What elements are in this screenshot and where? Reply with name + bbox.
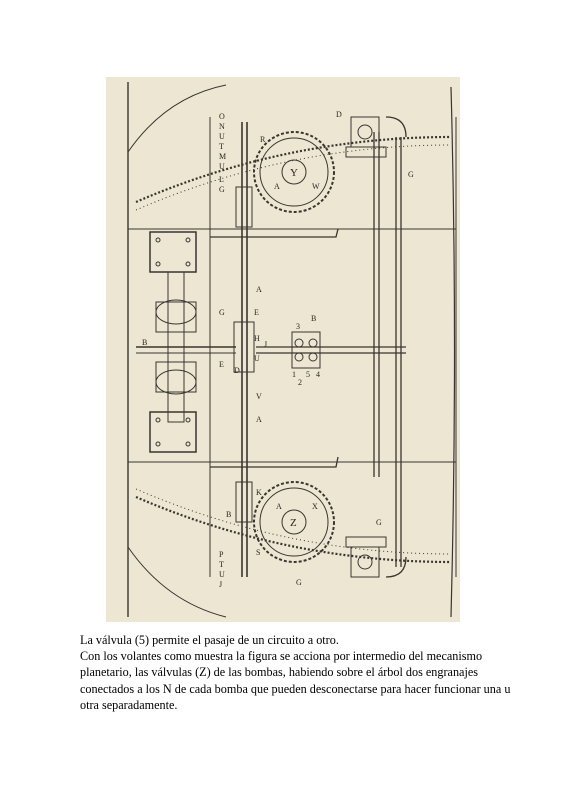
label-L: L bbox=[219, 175, 224, 184]
label-U2: U bbox=[219, 162, 225, 171]
label-H: H bbox=[254, 334, 260, 343]
label-U-bottom: U bbox=[219, 570, 225, 579]
gear-top-mark-a: A bbox=[274, 182, 280, 191]
gear-bottom-label: Z bbox=[290, 517, 297, 529]
label-P: P bbox=[219, 550, 224, 559]
label-T-bottom: T bbox=[219, 560, 224, 569]
gear-top-label: Y bbox=[290, 167, 298, 179]
label-J-bottom: J bbox=[219, 580, 222, 589]
rail-arc-bottom bbox=[135, 495, 452, 564]
label-G-bottom: G bbox=[376, 518, 382, 527]
label-S: S bbox=[256, 548, 260, 557]
label-G: G bbox=[219, 185, 225, 194]
caption-line-1: La válvula (5) permite el pasaje de un c… bbox=[80, 633, 339, 647]
gear-bottom-mark-x: X bbox=[312, 502, 318, 511]
gear-top-mark-w: W bbox=[312, 182, 320, 191]
label-T: T bbox=[219, 142, 224, 151]
valve-number-2: 2 bbox=[298, 378, 302, 387]
planetary-mechanism bbox=[136, 271, 236, 423]
label-A-lower: A bbox=[256, 415, 262, 424]
label-B-left: B bbox=[142, 338, 147, 347]
rail-arc-top bbox=[135, 135, 452, 204]
label-G-bottom2: G bbox=[296, 578, 302, 587]
label-G-top: G bbox=[408, 170, 414, 179]
figure-caption: La válvula (5) permite el pasaje de un c… bbox=[80, 632, 520, 713]
label-K: K bbox=[256, 488, 262, 497]
label-U-center: U bbox=[254, 354, 260, 363]
label-J: J bbox=[264, 340, 267, 349]
label-E-upper: E bbox=[254, 308, 259, 317]
gear-top bbox=[253, 131, 335, 213]
valve-label-B: B bbox=[311, 314, 316, 323]
label-M: M bbox=[219, 152, 226, 161]
pump-bottom bbox=[345, 536, 387, 578]
label-D-center: D bbox=[234, 366, 240, 375]
gear-bottom bbox=[253, 481, 335, 563]
label-U: U bbox=[219, 132, 225, 141]
label-A-upper: A bbox=[256, 285, 262, 294]
valve-number-4: 4 bbox=[316, 370, 320, 379]
label-B-lower: B bbox=[226, 510, 231, 519]
valve-number-3: 3 bbox=[296, 322, 300, 331]
pump-top bbox=[345, 116, 387, 158]
label-O: O bbox=[219, 112, 225, 121]
label-R: R bbox=[260, 135, 266, 144]
gear-bottom-mark-a: A bbox=[276, 502, 282, 511]
label-D-top: D bbox=[336, 110, 342, 119]
mechanism-diagram: O N U T M U R L G Y A W D G A E G H U D … bbox=[106, 77, 460, 622]
main-shaft bbox=[233, 122, 255, 577]
label-V: V bbox=[256, 392, 262, 401]
left-block-bottom bbox=[149, 411, 197, 453]
label-G-upper: G bbox=[219, 308, 225, 317]
valve-number-1: 1 bbox=[292, 370, 296, 379]
caption-line-2: Con los volantes como muestra la figura … bbox=[80, 649, 511, 712]
label-E-center: E bbox=[219, 360, 224, 369]
label-N: N bbox=[219, 122, 225, 131]
pipes bbox=[210, 116, 407, 578]
valve-block bbox=[291, 331, 321, 369]
valve-number-5: 5 bbox=[306, 370, 310, 379]
